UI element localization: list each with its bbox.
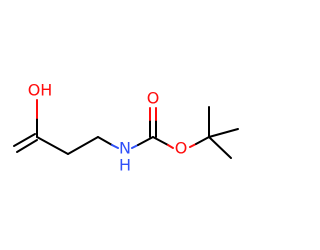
chain-bond-c4-n	[97, 136, 113, 146]
hydroxyl-label: OH	[28, 81, 53, 100]
c-o-ester-bond	[152, 136, 169, 146]
chain-bond-c2-c3	[36, 136, 69, 155]
n-c-bond-blue	[131, 144, 139, 149]
carbonyl-oxygen-label: O	[147, 89, 160, 108]
nitrogen-label: N	[119, 139, 131, 158]
chemical-structure: OH O N H O	[13, 81, 239, 175]
nitrogen-hydrogen-label: H	[119, 156, 131, 175]
c-o-ester-bond-red	[167, 144, 174, 149]
ester-oxygen-label: O	[175, 139, 188, 158]
chain-bond-c4-n-blue	[111, 144, 119, 149]
o-tbutyl-bond-red	[189, 143, 197, 148]
n-c-bond	[137, 136, 154, 146]
chain-bond-c3-c4	[67, 136, 99, 155]
vinyl-double-bond-line-1	[13, 133, 36, 147]
o-tbutyl-bond	[195, 136, 210, 145]
tbutyl-methyl-right	[208, 128, 239, 138]
vinyl-double-bond-line-2	[16, 139, 38, 153]
tbutyl-methyl-down	[208, 136, 232, 159]
